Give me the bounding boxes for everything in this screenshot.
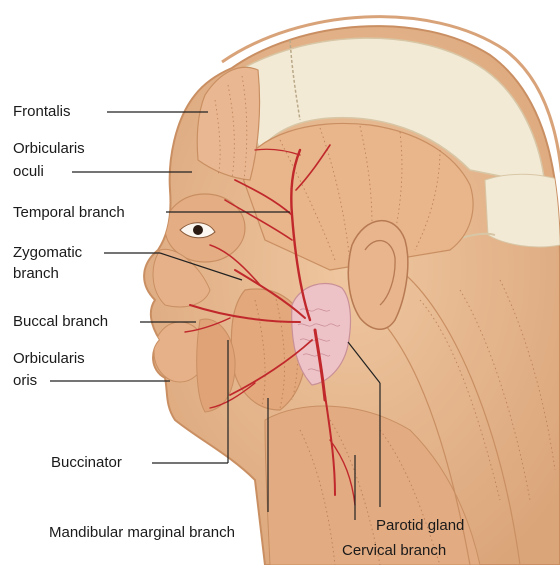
label-mandibular-marginal-branch: Mandibular marginal branch: [49, 523, 235, 542]
label-orbicularis-oris-line2: oris: [13, 371, 37, 390]
label-orbicularis-oris-line1: Orbicularis: [13, 349, 85, 368]
label-buccinator: Buccinator: [51, 453, 122, 472]
occipital-bone: [485, 174, 560, 247]
label-frontalis: Frontalis: [13, 102, 71, 121]
label-temporal-branch: Temporal branch: [13, 203, 125, 222]
label-orbicularis-oculi-line1: Orbicularis: [13, 139, 85, 158]
label-zygomatic-branch-line1: Zygomatic: [13, 243, 82, 262]
label-zygomatic-branch-line2: branch: [13, 264, 59, 283]
label-parotid-gland: Parotid gland: [376, 516, 464, 535]
label-orbicularis-oculi-line2: oculi: [13, 162, 44, 181]
ear: [348, 221, 408, 330]
label-buccal-branch: Buccal branch: [13, 312, 108, 331]
label-cervical-branch: Cervical branch: [342, 541, 446, 560]
